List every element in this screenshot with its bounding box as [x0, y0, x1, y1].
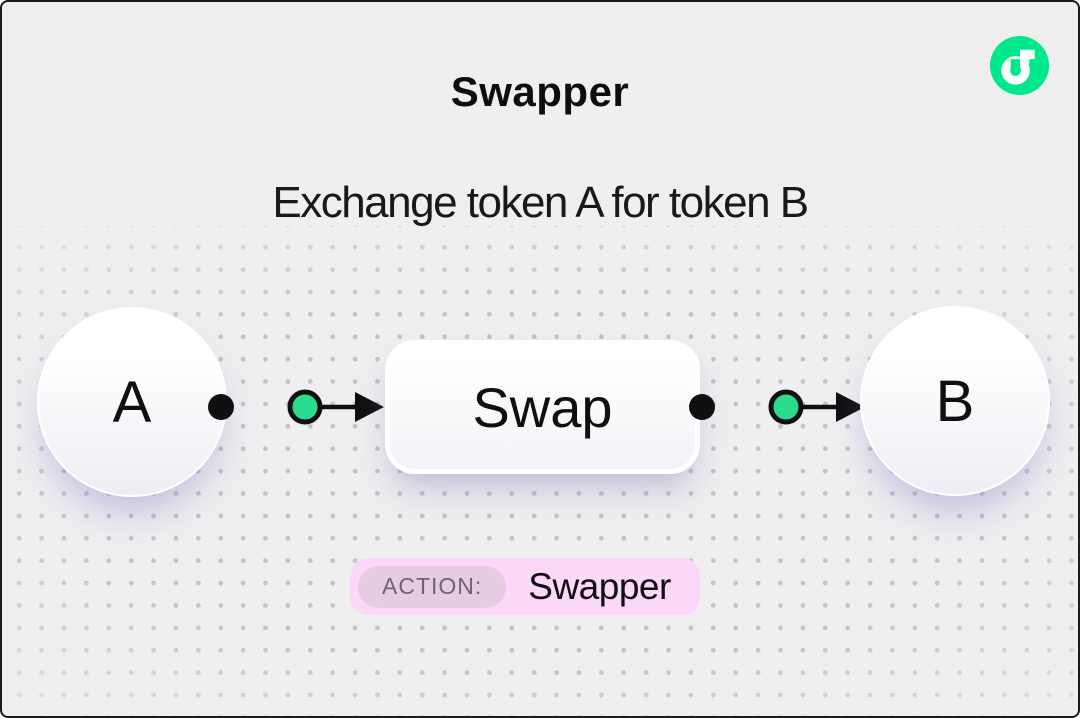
swap-node-label: Swap [472, 375, 613, 439]
token-b-node: B [860, 306, 1050, 496]
arrow-swap-to-b-icon [689, 389, 865, 425]
token-b-label: B [935, 368, 975, 434]
action-badge-label: ACTION: [358, 565, 507, 608]
action-badge-value: Swapper [528, 565, 671, 607]
token-a-label: A [112, 369, 152, 435]
swap-node: Swap [385, 340, 700, 474]
flow-logo-icon [990, 36, 1049, 95]
action-badge: ACTION: Swapper [350, 558, 700, 615]
arrow-a-to-swap-icon [208, 389, 384, 425]
page-title: Swapper [450, 68, 630, 115]
page-subtitle: Exchange token A for token B [272, 178, 809, 227]
token-a-node: A [37, 307, 227, 497]
